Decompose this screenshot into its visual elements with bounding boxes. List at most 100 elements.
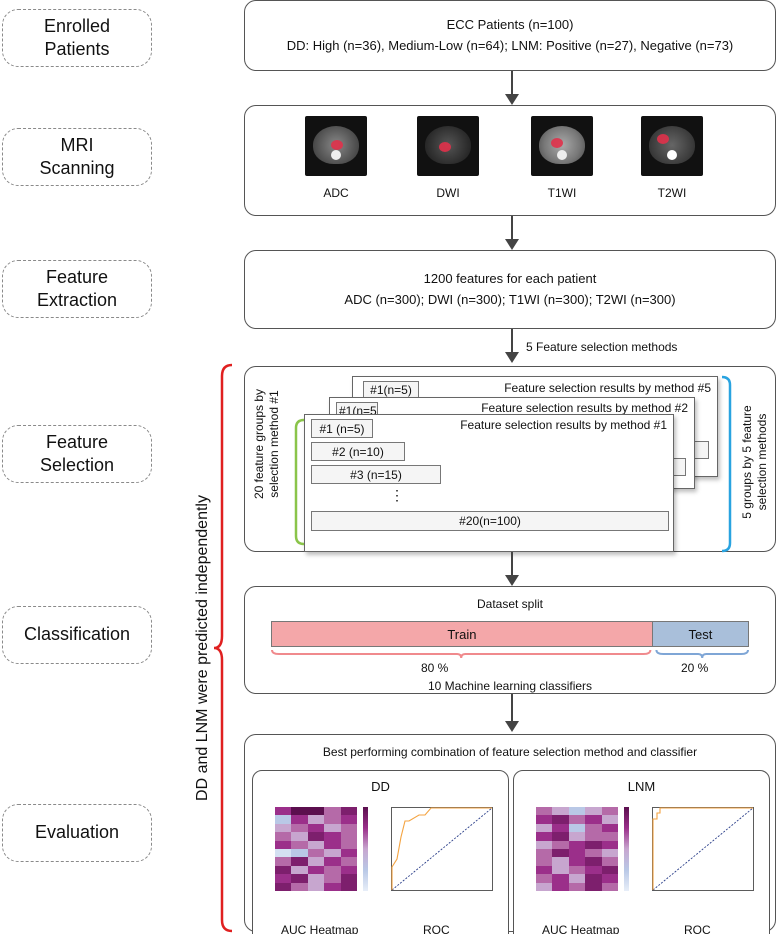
arrow-4	[505, 552, 519, 586]
heatmap-cell	[585, 882, 602, 891]
heatmap-cell	[324, 848, 341, 858]
stage-evaluation: Evaluation	[2, 804, 152, 862]
heatmap-cell	[340, 882, 357, 891]
heatmap-cell	[585, 823, 602, 833]
heatmap-cell	[275, 840, 292, 849]
heatmap-cell	[601, 823, 618, 833]
test-segment: Test	[652, 622, 748, 646]
heatmap-cell	[585, 832, 602, 841]
heatmap-cell	[340, 848, 357, 858]
mri-label-t2wi: T2WI	[657, 186, 687, 200]
lnm-heatmap-colorbar	[624, 807, 629, 891]
heatmap-cell	[568, 815, 586, 824]
heatmap-cell	[307, 865, 325, 875]
heatmap-cell	[307, 857, 325, 866]
heatmap-cell	[601, 857, 618, 866]
group-1: #1 (n=5)	[311, 419, 373, 438]
lnm-heatmap-label: AUC Heatmap	[542, 923, 620, 934]
heatmap-cell	[601, 874, 618, 883]
extraction-detail: ADC (n=300); DWI (n=300); T1WI (n=300); …	[344, 292, 676, 307]
dd-roc-label: ROC	[423, 923, 450, 934]
group-20: #20(n=100)	[311, 511, 669, 531]
heatmap-cell	[536, 823, 553, 833]
arrow-3	[505, 329, 519, 363]
selection-methods-label: 5 Feature selection methods	[526, 340, 678, 354]
heatmap-cell	[291, 857, 308, 866]
evaluation-title: Best performing combination of feature s…	[322, 745, 698, 759]
panel-dd: DD AUC Heatmap ROC	[252, 770, 509, 934]
heatmap-cell	[340, 865, 357, 875]
heatmap-cell	[275, 874, 292, 883]
heatmap-cell	[536, 848, 553, 858]
sheet-title-method-2: Feature selection results by method #2	[481, 401, 688, 415]
patients-box: ECC Patients (n=100) DD: High (n=36), Me…	[244, 0, 776, 71]
heatmap-cell	[291, 882, 308, 891]
heatmap-cell	[324, 807, 341, 816]
red-bracket	[213, 363, 233, 933]
heatmap-cell	[324, 823, 341, 833]
sheet-title-method-1: Feature selection results by method #1	[460, 418, 667, 432]
heatmap-cell	[552, 832, 569, 841]
heatmap-cell	[275, 848, 292, 858]
heatmap-cell	[601, 832, 618, 841]
heatmap-cell	[324, 815, 341, 824]
heatmap-cell	[275, 823, 292, 833]
dd-heatmap-colorbar	[363, 807, 368, 891]
heatmap-cell	[552, 823, 569, 833]
heatmap-cell	[568, 882, 586, 891]
heatmap-cell	[568, 865, 586, 875]
heatmap-cell	[568, 832, 586, 841]
heatmap-cell	[324, 865, 341, 875]
heatmap-cell	[340, 832, 357, 841]
split-title: Dataset split	[476, 597, 544, 611]
lnm-roc-plot	[652, 807, 754, 891]
test-percent: 20 %	[681, 661, 709, 675]
heatmap-cell	[291, 815, 308, 824]
dd-heatmap-label: AUC Heatmap	[281, 923, 359, 934]
heatmap-cell	[568, 823, 586, 833]
heatmap-cell	[307, 807, 325, 816]
mri-image-adc	[305, 116, 367, 176]
heatmap-cell	[291, 807, 308, 816]
heatmap-cell	[585, 865, 602, 875]
side-label: DD and LNM were predicted independently	[194, 495, 211, 801]
split-bar: Train Test	[271, 621, 749, 647]
mri-image-dwi	[417, 116, 479, 176]
dd-roc-plot	[391, 807, 493, 891]
group-ellipsis: ⋮	[390, 487, 404, 503]
train-brace	[271, 649, 749, 659]
heatmap-cell	[307, 840, 325, 849]
heatmap-cell	[568, 874, 586, 883]
heatmap-cell	[275, 815, 292, 824]
mri-label-adc: ADC	[323, 186, 349, 200]
classification-box: Dataset split Train Test 80 % 20 % 10 Ma…	[244, 586, 776, 694]
heatmap-cell	[324, 874, 341, 883]
heatmap-cell	[552, 840, 569, 849]
evaluation-box: Best performing combination of feature s…	[244, 734, 776, 934]
heatmap-cell	[275, 807, 292, 816]
classifiers-label: 10 Machine learning classifiers	[427, 679, 593, 693]
heatmap-cell	[307, 882, 325, 891]
heatmap-cell	[601, 882, 618, 891]
panel-lnm: LNM AUC Heatmap ROC	[513, 770, 770, 934]
green-bracket	[294, 418, 305, 546]
heatmap-cell	[585, 807, 602, 816]
mri-image-t2wi	[641, 116, 703, 176]
heatmap-cell	[324, 840, 341, 849]
heatmap-cell	[585, 848, 602, 858]
mri-box: ADC DWI T1WI T2WI	[244, 105, 776, 216]
heatmap-cell	[275, 857, 292, 866]
sheet-title-method-5: Feature selection results by method #5	[504, 381, 711, 395]
heatmap-cell	[536, 865, 553, 875]
heatmap-cell	[536, 807, 553, 816]
heatmap-cell	[568, 857, 586, 866]
heatmap-cell	[340, 807, 357, 816]
heatmap-cell	[307, 874, 325, 883]
heatmap-cell	[275, 865, 292, 875]
heatmap-cell	[601, 848, 618, 858]
mri-label-t1wi: T1WI	[547, 186, 577, 200]
heatmap-cell	[601, 865, 618, 875]
train-percent: 80 %	[421, 661, 449, 675]
